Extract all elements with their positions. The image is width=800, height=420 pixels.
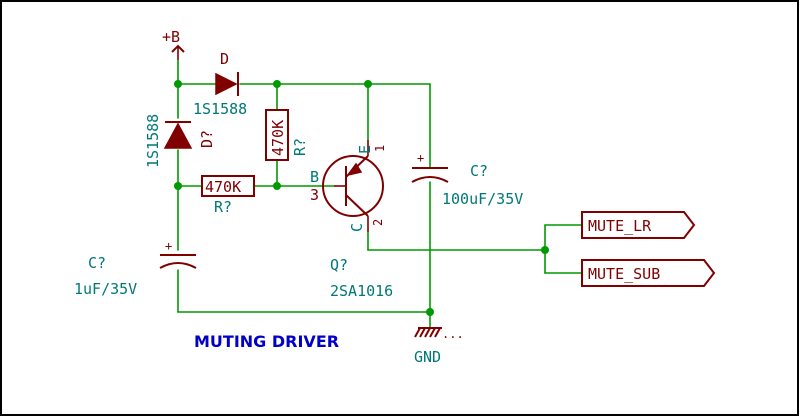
transistor-pin-b-label: B (310, 168, 319, 186)
junction-dot (273, 182, 281, 190)
transistor-pin-c-number: 2 (371, 219, 385, 226)
resistor-vertical: 470K R? (265, 109, 309, 161)
junction-dot (426, 308, 434, 316)
resistor-horizontal-ref: R? (214, 198, 232, 216)
capacitor-large-value: 100uF/35V (442, 190, 523, 208)
resistor-vertical-value: 470K (269, 120, 287, 156)
transistor-pnp: B 3 E 1 C 2 Q? 2SA1016 (310, 140, 393, 300)
transistor-pin-e-number: 1 (373, 145, 387, 152)
transistor-value: 2SA1016 (330, 282, 393, 300)
junction-dot (174, 80, 182, 88)
diagram-title: MUTING DRIVER (194, 332, 339, 351)
diode-series-value: 1S1588 (193, 100, 247, 118)
output-label-text: MUTE_SUB (588, 265, 660, 283)
junctions (174, 80, 549, 316)
resistor-horizontal-value: 470K (205, 178, 241, 196)
ground-ellipsis: ... (442, 327, 464, 341)
capacitor-small-value: 1uF/35V (74, 280, 137, 298)
capacitor-large-ref: C? (470, 162, 488, 180)
junction-dot (273, 80, 281, 88)
transistor-pin-c-label: C (348, 223, 366, 232)
output-label-mute-lr: MUTE_LR (581, 211, 696, 239)
ground-label: GND (414, 348, 441, 366)
capacitor-large: + C? 100uF/35V (411, 151, 523, 208)
junction-dot (364, 80, 372, 88)
junction-dot (174, 182, 182, 190)
capacitor-small-ref: C? (88, 254, 106, 272)
power-supply-symbol: +B (162, 28, 185, 60)
transistor-pin-b-number: 3 (310, 186, 319, 204)
diode-series-ref: D (220, 50, 229, 68)
transistor-ref: Q? (330, 256, 348, 274)
capacitor-small-polarity: + (165, 239, 172, 253)
diode-series: D 1S1588 (193, 50, 247, 118)
capacitor-small: + C? 1uF/35V (74, 239, 197, 298)
diode-shunt-ref: D? (198, 130, 216, 148)
diode-shunt-value: 1S1588 (144, 114, 162, 168)
capacitor-large-polarity: + (417, 151, 424, 165)
transistor-pin-e-label: E (356, 145, 374, 154)
ground-symbol: ... GND (414, 327, 464, 366)
power-supply-label: +B (162, 28, 180, 46)
junction-dot (541, 246, 549, 254)
output-label-text: MUTE_LR (588, 217, 652, 235)
diode-shunt: 1S1588 D? (144, 114, 216, 168)
output-label-mute-sub: MUTE_SUB (581, 259, 716, 287)
resistor-vertical-ref: R? (291, 138, 309, 156)
wires (177, 59, 583, 329)
resistor-horizontal: 470K R? (201, 175, 255, 216)
